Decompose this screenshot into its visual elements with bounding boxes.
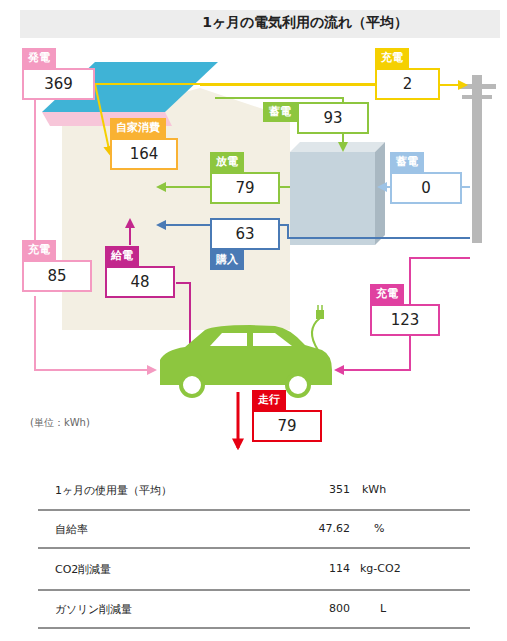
table-rule	[38, 548, 470, 549]
car-window	[210, 333, 247, 346]
flow-value-box: 購入63	[210, 218, 280, 270]
drive-arrow	[237, 392, 240, 448]
table-cell: kWh	[362, 483, 442, 496]
table-rule	[38, 590, 470, 591]
diagram-title: 1ヶ月の電気利用の流れ（平均）	[120, 14, 490, 32]
charge-cable	[312, 318, 320, 350]
table-cell: 114	[250, 562, 350, 575]
flow-value: 79	[210, 172, 280, 204]
flow-value-box: 自家消費164	[110, 118, 178, 170]
table-cell: L	[380, 602, 460, 615]
flow-arrow	[336, 258, 470, 370]
car-wheel	[287, 374, 309, 396]
flow-value: 48	[105, 266, 175, 298]
flow-tag: 蓄電	[263, 102, 297, 122]
flow-value: 369	[22, 68, 95, 100]
flow-value: 63	[210, 218, 280, 250]
unit-note: (単位：kWh)	[30, 416, 150, 430]
table-cell: kg-CO2	[360, 562, 440, 575]
flow-tag: 走行	[252, 390, 286, 410]
table-cell: 47.62	[250, 522, 350, 535]
flow-value: 79	[252, 410, 322, 442]
flow-value: 85	[22, 260, 92, 292]
flow-tag: 自家消費	[110, 118, 166, 138]
car-wheel	[181, 374, 203, 396]
battery-top	[290, 142, 385, 152]
flow-value: 0	[390, 172, 462, 204]
flow-tag: 蓄電	[390, 152, 424, 172]
flow-arrow	[35, 296, 155, 370]
plug-pin	[321, 305, 323, 310]
flow-line	[176, 283, 190, 345]
table-cell: 1ヶ月の使用量（平均）	[55, 483, 255, 498]
flow-value: 2	[375, 68, 440, 100]
table-cell: 800	[250, 602, 350, 615]
flow-tag: 発電	[22, 48, 56, 68]
flow-tag: 放電	[210, 152, 244, 172]
table-cell: CO2削減量	[55, 562, 255, 577]
charge-plug	[316, 310, 324, 319]
plug-pin	[317, 305, 319, 310]
flow-arrow	[129, 220, 131, 245]
flow-value-box: 蓄電93	[263, 102, 369, 134]
flow-connector	[95, 84, 110, 154]
car-window	[253, 333, 292, 346]
flow-value-box: 走行79	[252, 390, 322, 442]
flow-tag: 購入	[210, 250, 244, 270]
pole-crossbar	[462, 95, 492, 99]
flow-value-box: 充電85	[22, 240, 92, 292]
flow-value-box: 発電369	[22, 48, 95, 100]
table-rule	[38, 628, 470, 629]
flow-tag: 充電	[22, 240, 56, 260]
flow-connector	[34, 100, 36, 240]
flow-tag: 充電	[375, 48, 409, 68]
flow-tag: 給電	[105, 246, 139, 266]
flow-arrow	[158, 225, 470, 238]
flow-value-box: 充電2	[375, 48, 440, 100]
table-cell: ガソリン削減量	[55, 602, 255, 617]
flow-value-box: 放電79	[210, 152, 280, 204]
flow-tag: 充電	[370, 284, 404, 304]
utility-pole	[472, 75, 482, 243]
battery	[290, 152, 375, 245]
flow-value-box: 蓄電0	[390, 152, 462, 204]
flow-value: 93	[297, 102, 369, 134]
table-cell: %	[374, 522, 454, 535]
flow-value: 164	[110, 138, 178, 170]
flow-value-box: 充電123	[370, 284, 440, 336]
flow-value: 123	[370, 304, 440, 336]
table-rule	[38, 510, 470, 511]
battery-side	[375, 142, 385, 245]
flow-connector	[95, 83, 375, 85]
flow-value-box: 給電48	[105, 246, 175, 298]
table-cell: 351	[250, 483, 350, 496]
flow-arrow	[440, 84, 466, 86]
table-cell: 自給率	[55, 522, 255, 537]
